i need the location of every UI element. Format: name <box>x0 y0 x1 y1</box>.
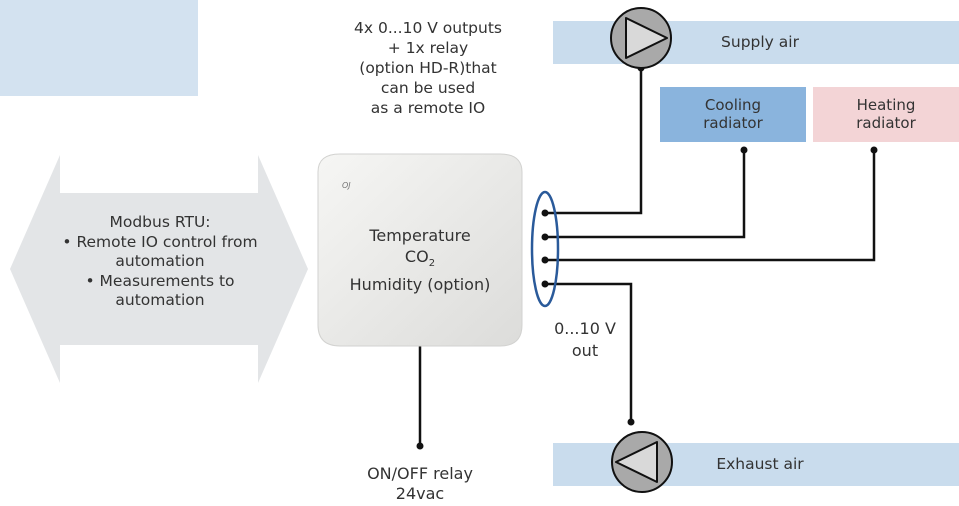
heating-radiator-box <box>813 87 959 142</box>
sensor-device: OJ <box>317 153 523 347</box>
co2-subscript: 2 <box>428 258 436 270</box>
heating-radiator-label: Heating radiator <box>856 96 916 132</box>
supply-air-label: Supply air <box>721 33 799 51</box>
analog-output-label: 0...10 V out <box>554 319 616 360</box>
outputs-note: 4x 0...10 V outputs + 1x relay (option H… <box>354 19 502 117</box>
relay-label: ON/OFF relay 24vac <box>367 464 473 503</box>
terminal-dots <box>416 64 878 450</box>
cooling-radiator-box <box>660 87 806 142</box>
wiring <box>418 68 876 446</box>
cooling-radiator-label: Cooling radiator <box>703 96 763 132</box>
exhaust-air-label: Exhaust air <box>716 455 804 473</box>
modbus-title: Modbus RTU: <box>109 213 211 231</box>
device-label: Temperature CO2 Humidity (option) <box>349 226 491 295</box>
modbus-text: Modbus RTU: • Remote IO control from aut… <box>30 213 290 311</box>
supply-fan-icon <box>610 7 672 69</box>
exhaust-fan-icon <box>611 431 673 493</box>
corner-panel <box>0 0 198 96</box>
modbus-arrow <box>10 155 308 383</box>
co2-label: CO <box>404 247 429 266</box>
output-connector <box>530 190 560 308</box>
device-logo: OJ <box>342 181 351 190</box>
